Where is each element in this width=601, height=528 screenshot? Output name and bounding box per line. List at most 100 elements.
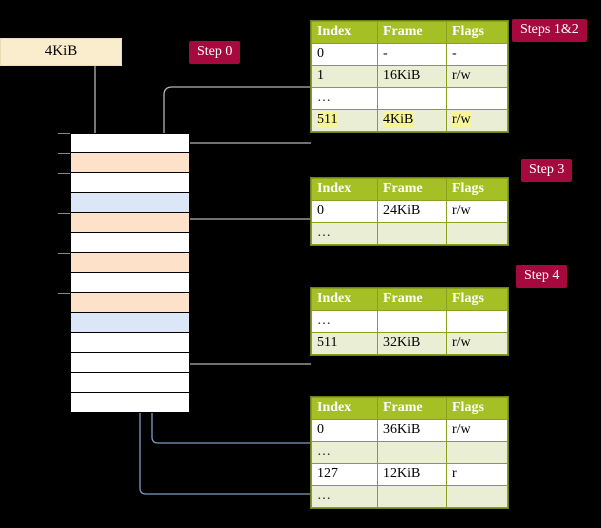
table-cell: … [311,441,378,465]
table-cell: 16KiB [377,65,447,89]
table-cell: 36KiB [377,419,447,443]
table-cell: 12KiB [377,463,447,487]
table-row[interactable]: 511 4KiB r/w [311,109,508,133]
memory-frame-row [70,333,190,353]
table-cell: 0 [311,43,378,67]
memory-column [70,133,190,413]
memory-tick [58,293,70,294]
table-cell: 127 [311,463,378,487]
column-header: Flags [446,20,508,45]
table-row[interactable]: 0-- [311,43,508,67]
steps-1-2-badge: Steps 1&2 [512,19,587,42]
table-cell [446,485,508,509]
table-cell [377,310,447,334]
table-cell: r [446,463,508,487]
table-cell [446,222,508,246]
memory-frame-row [70,233,190,253]
table-row[interactable]: … [311,310,508,334]
table-row[interactable]: … [311,441,508,465]
table-cell: … [311,87,378,111]
step-3-badge: Step 3 [521,159,573,182]
table-cell [446,87,508,111]
table-cell: 511 [311,332,378,356]
memory-tick [58,213,70,214]
memory-frame-row [70,313,190,333]
table-cell: 1 [311,65,378,89]
table-cell: 0 [311,200,378,224]
table-cell: 0 [311,419,378,443]
table-cell: … [311,222,378,246]
table-cell: 4KiB [377,109,447,133]
column-header: Frame [377,287,447,312]
table-cell: r/w [446,200,508,224]
memory-frame-row [70,273,190,293]
column-header: Index [311,396,378,421]
table-cell [377,485,447,509]
memory-frame-row [70,193,190,213]
step-4-badge: Step 4 [516,265,568,288]
memory-frame-row [70,213,190,233]
memory-frame-row [70,153,190,173]
memory-frame-row [70,133,190,153]
table-cell: 24KiB [377,200,447,224]
column-header: Flags [446,396,508,421]
table-cell: - [377,43,447,67]
steps-1-2-label: Steps 1&2 [520,22,579,37]
highlighted-value: 511 [317,112,338,128]
table-cell [446,310,508,334]
highlighted-value: 4KiB [383,112,414,128]
memory-frame-row [70,293,190,313]
column-header: Index [311,20,378,45]
table-row[interactable]: … [311,87,508,111]
table-cell: r/w [446,332,508,356]
table-cell [377,441,447,465]
table-cell [377,87,447,111]
table-cell: r/w [446,65,508,89]
table-row[interactable]: … [311,485,508,509]
step-4-label: Step 4 [524,268,560,283]
table-cell [446,441,508,465]
column-header: Flags [446,287,508,312]
memory-frame-row [70,253,190,273]
caption-4kib: 4KiB [0,38,122,66]
table-cell: 32KiB [377,332,447,356]
table-cell: r/w [446,109,508,133]
memory-tick [58,253,70,254]
column-header: Frame [377,177,447,202]
table-cell: 511 [311,109,378,133]
column-header: Frame [377,20,447,45]
memory-frame-row [70,353,190,373]
column-header: Index [311,177,378,202]
table-row[interactable]: … [311,222,508,246]
column-header: Flags [446,177,508,202]
highlighted-value: r/w [452,112,471,128]
caption-4kib-label: 4KiB [44,43,78,59]
memory-tick [58,153,70,154]
memory-frame-row [70,173,190,193]
table-cell [377,222,447,246]
table-cell: - [446,43,508,67]
memory-frame-row [70,393,190,413]
step-3-label: Step 3 [529,162,565,177]
memory-tick [58,173,70,174]
table-cell: … [311,485,378,509]
table-cell: r/w [446,419,508,443]
